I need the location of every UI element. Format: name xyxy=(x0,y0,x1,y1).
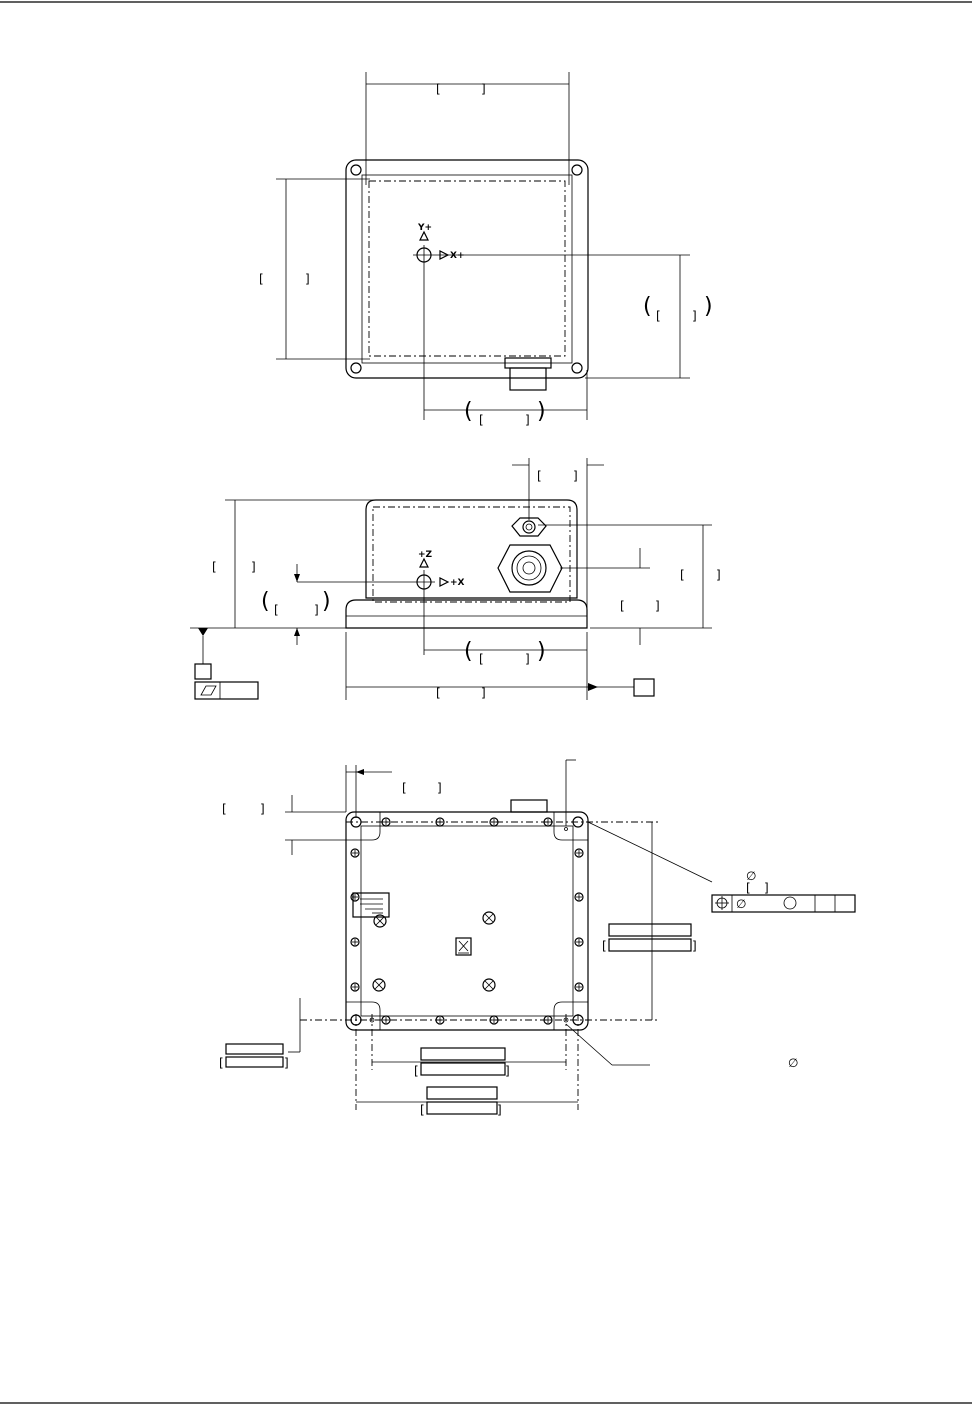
svg-text:[: [ xyxy=(436,82,441,96)
svg-text:[: [ xyxy=(602,939,607,953)
dim-box-inner-lower xyxy=(420,1062,506,1076)
svg-text:[: [ xyxy=(620,599,625,613)
svg-text:]: ] xyxy=(573,469,578,483)
svg-text:]: ] xyxy=(481,686,486,700)
dim-box-outer-upper xyxy=(426,1086,498,1100)
svg-text:]: ] xyxy=(260,802,265,816)
top-x-axis-label: X+ xyxy=(450,251,464,261)
svg-text:]: ] xyxy=(251,560,256,574)
bottom-view-inner xyxy=(360,825,574,1017)
svg-text:]: ] xyxy=(655,599,660,613)
inner-screws xyxy=(372,911,496,992)
top-view-housing xyxy=(345,159,589,379)
svg-text:∅: ∅ xyxy=(746,869,756,883)
svg-text:): ) xyxy=(322,589,331,614)
svg-text:[: [ xyxy=(479,413,484,427)
svg-text:[: [ xyxy=(212,560,217,574)
svg-text:[: [ xyxy=(479,652,484,666)
small-connector-icon xyxy=(511,517,547,537)
dim-box-left-lower xyxy=(225,1056,284,1068)
svg-text:]: ] xyxy=(525,652,530,666)
front-z-axis-label: +Z xyxy=(418,550,433,560)
svg-text:]: ] xyxy=(497,1103,502,1117)
bottom-view: [] [] [] ∅ [] ∅ ∅ [] xyxy=(219,759,856,1117)
bottom-view-housing xyxy=(345,811,589,1031)
svg-text:]: ] xyxy=(692,309,697,323)
svg-text:[: [ xyxy=(537,469,542,483)
mount-hole-icon xyxy=(571,164,583,176)
flatness-frame xyxy=(194,681,259,700)
svg-text:]: ] xyxy=(284,1056,289,1070)
svg-text:[: [ xyxy=(219,1056,224,1070)
position-tolerance-frame xyxy=(711,894,856,913)
flatness-icon xyxy=(200,685,217,696)
svg-text:[: [ xyxy=(680,568,685,582)
datum-box xyxy=(194,663,212,680)
mount-hole-icon xyxy=(571,362,583,374)
dim-box-lower xyxy=(608,938,692,952)
z-axis-arrow-icon xyxy=(419,557,429,568)
top-y-axis-label: Y+ xyxy=(417,223,432,233)
dim-box-outer-lower xyxy=(426,1101,498,1115)
top-view-inner-wall xyxy=(361,174,573,364)
svg-text:]: ] xyxy=(437,781,442,795)
svg-text:∅: ∅ xyxy=(736,897,746,911)
svg-text:]: ] xyxy=(716,568,721,582)
svg-text:]: ] xyxy=(305,272,310,286)
y-axis-arrow-icon xyxy=(419,230,429,241)
top-view-centerline-box xyxy=(368,180,566,357)
svg-text:]: ] xyxy=(314,603,319,617)
svg-text:(: ( xyxy=(643,294,652,319)
mount-hole-icon xyxy=(350,164,362,176)
svg-text:[: [ xyxy=(414,1064,419,1078)
svg-text:[: [ xyxy=(222,802,227,816)
svg-text:]: ] xyxy=(692,939,697,953)
dim-box-upper xyxy=(608,923,692,937)
svg-text:(: ( xyxy=(464,639,473,664)
front-view-flange xyxy=(345,599,588,629)
front-x-axis-arrow-icon xyxy=(439,577,450,587)
mmc-icon xyxy=(783,896,797,910)
dim-box-left-upper xyxy=(225,1043,284,1055)
svg-text:]: ] xyxy=(525,413,530,427)
top-view: Y+ X+ [] [] ( ) [] ( ) [] xyxy=(259,72,713,427)
bottom-view-connector xyxy=(510,799,548,813)
datum-triangle-icon xyxy=(198,628,208,636)
svg-text:(: ( xyxy=(261,589,270,614)
svg-text:[: [ xyxy=(259,272,264,286)
svg-text:∅: ∅ xyxy=(788,1056,798,1070)
top-view-connector-body xyxy=(509,367,547,391)
svg-text:): ) xyxy=(537,639,546,664)
front-view: +Z +X [] ( ) [] [] [] xyxy=(190,458,721,700)
front-view-centerline-box xyxy=(372,506,571,603)
product-label xyxy=(352,892,390,918)
svg-text:]: ] xyxy=(764,881,769,895)
svg-text:]: ] xyxy=(481,82,486,96)
front-x-axis-label: +X xyxy=(450,578,465,588)
svg-text:): ) xyxy=(537,399,546,424)
svg-text:): ) xyxy=(704,294,713,319)
svg-text:]: ] xyxy=(505,1064,510,1078)
main-connector-icon xyxy=(497,544,563,593)
mount-hole-icon xyxy=(350,362,362,374)
datum-box-right xyxy=(633,678,655,697)
svg-text:[: [ xyxy=(402,781,407,795)
svg-text:[: [ xyxy=(746,881,751,895)
svg-text:[: [ xyxy=(420,1103,425,1117)
svg-text:(: ( xyxy=(464,399,473,424)
dim-box-inner-upper xyxy=(420,1047,506,1061)
svg-text:[: [ xyxy=(656,309,661,323)
svg-text:[: [ xyxy=(436,686,441,700)
svg-text:[: [ xyxy=(274,603,279,617)
front-view-housing xyxy=(365,499,578,599)
weee-icon xyxy=(455,937,472,956)
